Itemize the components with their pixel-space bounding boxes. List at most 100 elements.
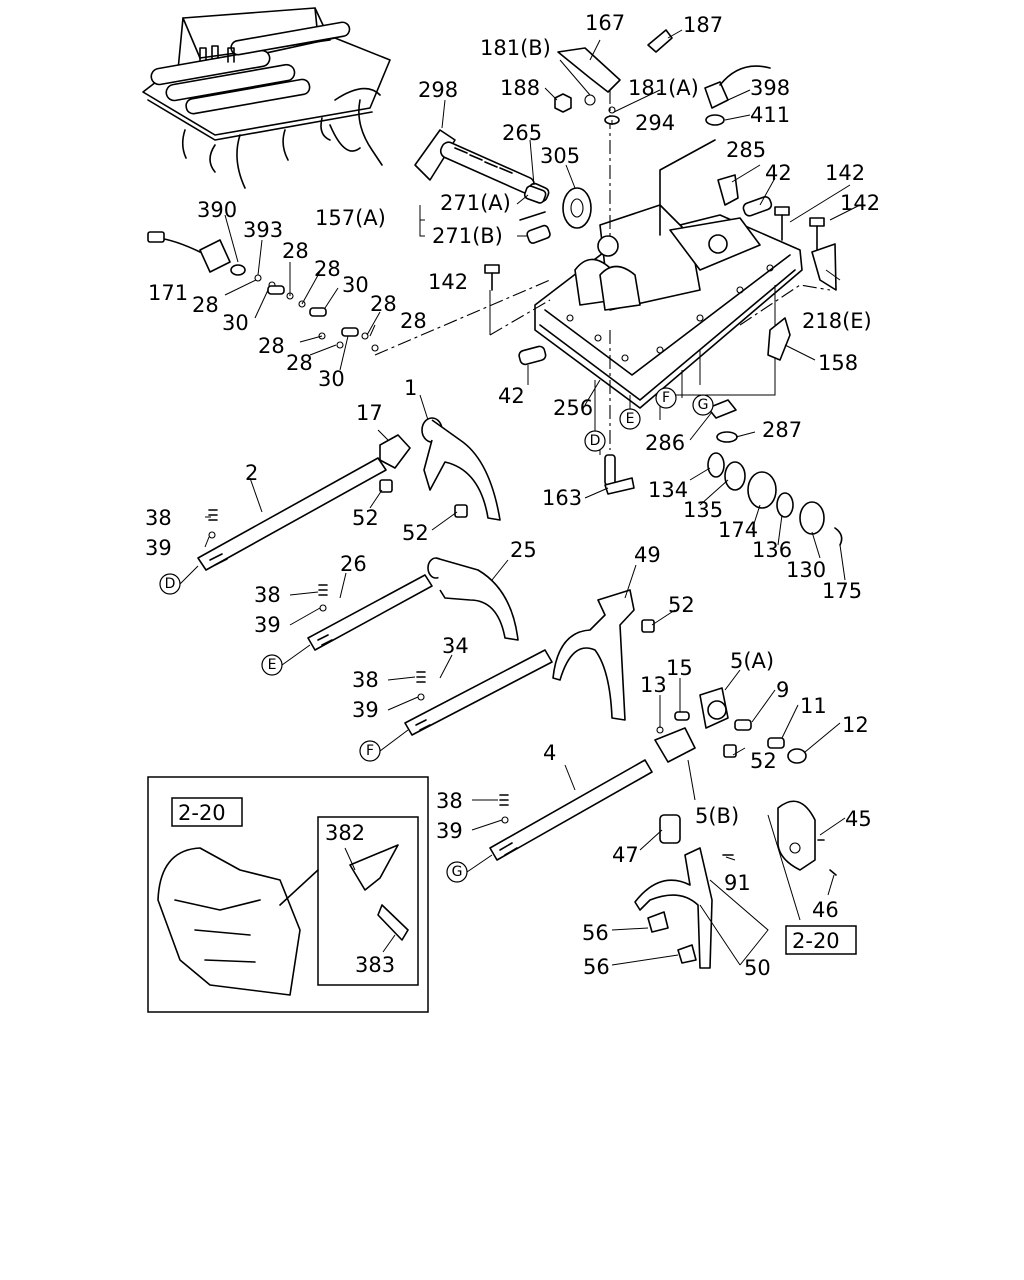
callout-135: 135: [683, 498, 723, 522]
shift-rail-4: [489, 759, 653, 861]
ref-marker-d-top: D: [584, 430, 606, 452]
plate-286-and-washer-287: [707, 399, 738, 443]
callout-271b: 271(B): [432, 224, 503, 248]
callout-265: 265: [502, 121, 542, 145]
callout-28-d: 28: [370, 292, 397, 316]
callout-17: 17: [356, 401, 383, 425]
page-ref-2-20-right: 2-20: [785, 925, 857, 955]
callout-42-bottom: 42: [498, 384, 525, 408]
ref-marker-f-rail: F: [359, 740, 381, 762]
ref-marker-e-rail: E: [261, 654, 283, 676]
callout-34: 34: [442, 634, 469, 658]
callout-39-a: 39: [145, 536, 172, 560]
callout-175: 175: [822, 579, 862, 603]
callout-28-f: 28: [258, 334, 285, 358]
ref-marker-e-top: E: [619, 408, 641, 430]
callout-12: 12: [842, 713, 869, 737]
shift-fork-49: [552, 589, 635, 721]
shift-cover-housing: [534, 139, 803, 409]
callout-9: 9: [776, 678, 789, 702]
callout-28-g: 28: [286, 351, 313, 375]
pin-163: [604, 454, 635, 495]
callout-163: 163: [542, 486, 582, 510]
callout-218e: 218(E): [802, 309, 872, 333]
callout-47: 47: [612, 843, 639, 867]
callout-52-d: 52: [750, 749, 777, 773]
callout-4: 4: [543, 741, 556, 765]
interlock-plate: [777, 800, 837, 876]
callout-52-a: 52: [352, 506, 379, 530]
callout-91: 91: [724, 871, 751, 895]
callout-256: 256: [553, 396, 593, 420]
callout-181a: 181(A): [628, 76, 699, 100]
callout-30-a: 30: [342, 273, 369, 297]
callout-393: 393: [243, 218, 283, 242]
callout-187: 187: [683, 13, 723, 37]
bearing-stack: [707, 452, 843, 546]
callout-287: 287: [762, 418, 802, 442]
callout-leaders: [204, 29, 861, 966]
ref-marker-g-top: G: [692, 394, 714, 416]
pins-56: [647, 911, 697, 964]
svg-text:G: G: [698, 397, 709, 413]
callout-45: 45: [845, 807, 872, 831]
callout-28-c: 28: [192, 293, 219, 317]
callout-171: 171: [148, 281, 188, 305]
svg-text:D: D: [590, 433, 601, 449]
shift-fork-25: [427, 557, 519, 641]
callout-174: 174: [718, 518, 758, 542]
callout-142-b: 142: [840, 191, 880, 215]
svg-text:F: F: [662, 390, 670, 406]
svg-text:2-20: 2-20: [792, 929, 840, 953]
bolts-and-springs: [208, 479, 807, 856]
svg-text:D: D: [165, 576, 176, 592]
callout-305: 305: [540, 144, 580, 168]
callout-38-a: 38: [145, 506, 172, 530]
callout-294: 294: [635, 111, 675, 135]
callout-271a: 271(A): [440, 191, 511, 215]
callout-28-b: 28: [314, 257, 341, 281]
shift-rail-26: [307, 574, 433, 651]
assembled-shift-cover-overview: [142, 7, 391, 189]
callout-46: 46: [812, 898, 839, 922]
callout-52-c: 52: [668, 593, 695, 617]
shift-block-5: [654, 687, 729, 763]
page-ref-2-20-inset: 2-20: [171, 797, 243, 827]
ref-marker-f-top: F: [655, 387, 677, 409]
shift-fork-50: [634, 847, 713, 969]
callout-136: 136: [752, 538, 792, 562]
callout-labels: 167 187 181(B) 188 181(A) 398 411 298 29…: [145, 11, 880, 980]
callout-167: 167: [585, 11, 625, 35]
callout-38-d: 38: [436, 789, 463, 813]
callout-56-b: 56: [583, 955, 610, 979]
callout-28-a: 28: [282, 239, 309, 263]
callout-25: 25: [510, 538, 537, 562]
callout-285: 285: [726, 138, 766, 162]
callout-50: 50: [744, 956, 771, 980]
leader-50: [699, 879, 769, 966]
callout-13: 13: [640, 673, 667, 697]
reference-markers: G F E D D E F G: [159, 387, 714, 883]
callout-181b: 181(B): [480, 36, 551, 60]
callout-188: 188: [500, 76, 540, 100]
callout-42-top: 42: [765, 161, 792, 185]
callout-11: 11: [800, 694, 827, 718]
callout-1: 1: [404, 376, 417, 400]
svg-text:E: E: [626, 411, 635, 427]
shift-rail-2: [197, 457, 387, 571]
callout-39-b: 39: [254, 613, 281, 637]
fork-clamp-17: [379, 434, 411, 469]
callout-298: 298: [418, 78, 458, 102]
callout-5b: 5(B): [695, 804, 739, 828]
leader-2-20: [767, 814, 801, 921]
small-top-parts: [484, 29, 837, 366]
callout-30-c: 30: [318, 367, 345, 391]
shift-rail-34: [404, 649, 553, 736]
callout-38-c: 38: [352, 668, 379, 692]
location-inset: [147, 776, 429, 1013]
shift-fork-1: [421, 417, 501, 521]
neutral-switch-and-detents: [147, 231, 379, 352]
callout-38-b: 38: [254, 583, 281, 607]
callout-56-a: 56: [582, 921, 609, 945]
callout-411: 411: [750, 103, 790, 127]
